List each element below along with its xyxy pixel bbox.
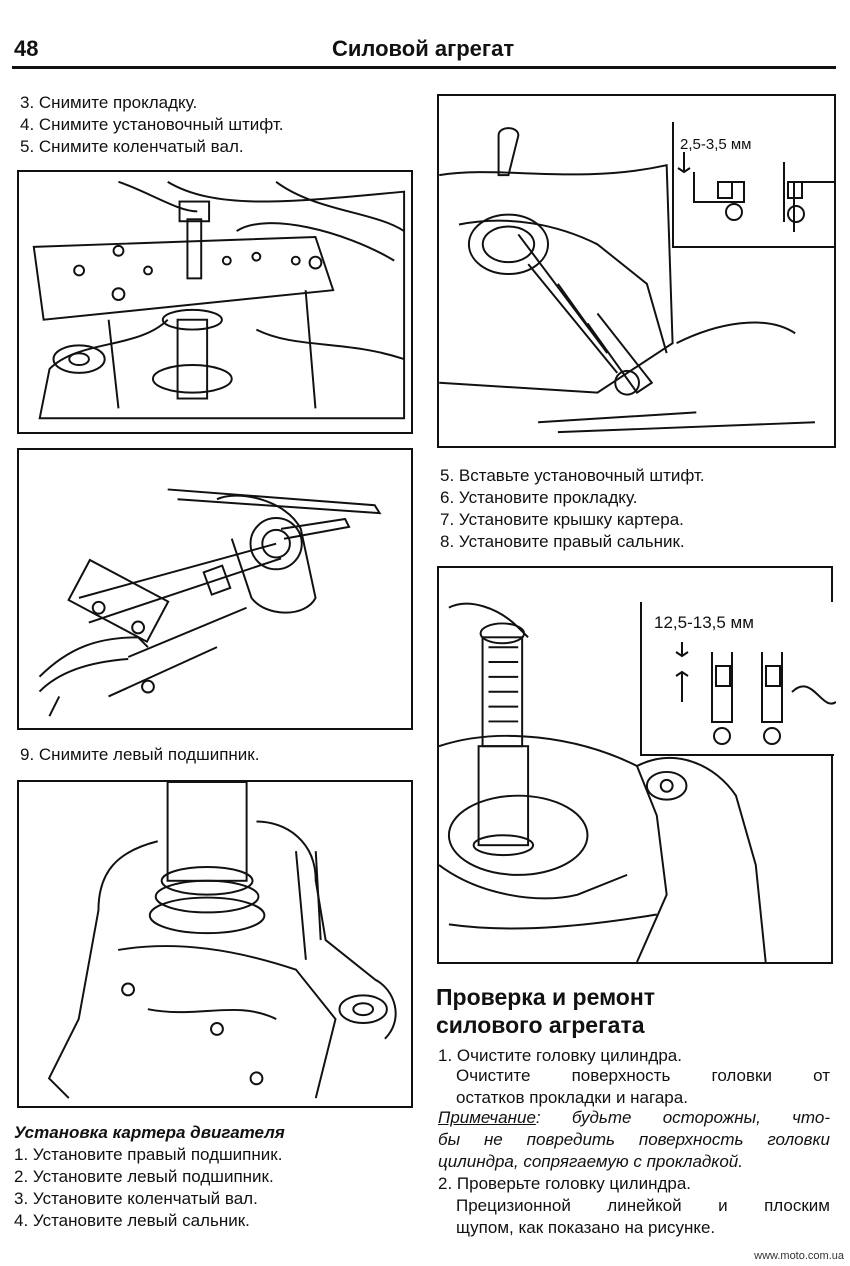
footer-site: www.moto.com.ua: [754, 1250, 844, 1262]
item-clean-text-line2: остатков прокладки и нагара.: [456, 1088, 688, 1107]
step-remove-pin: 4. Снимите установочный штифт.: [20, 115, 284, 134]
item-check-cylinder-head: 2. Проверьте головку цилиндра.: [438, 1174, 692, 1193]
step-install-right-seal: 8. Установите правый сальник.: [440, 532, 685, 551]
step-install-gasket: 6. Установите прокладку.: [440, 488, 638, 507]
figure-crankcase-puller-plate: [17, 170, 413, 434]
install-step-crankshaft: 3. Установите коленчатый вал.: [14, 1189, 258, 1208]
page-number: 48: [14, 36, 39, 61]
install-section-title: Установка картера двигателя: [14, 1123, 285, 1142]
step-remove-gasket: 3. Снимите прокладку.: [20, 93, 198, 112]
step-remove-left-bearing: 9. Снимите левый подшипник.: [20, 745, 260, 764]
figure-bearing-puller: [17, 448, 413, 730]
inset-seal-depth: [672, 122, 834, 248]
install-step-left-seal: 4. Установите левый сальник.: [14, 1211, 250, 1230]
section-title-inspection-line2: силового агрегата: [436, 1012, 645, 1038]
install-step-right-bearing: 1. Установите правый подшипник.: [14, 1145, 283, 1164]
header-rule: [12, 66, 836, 69]
item-check-text-line2: щупом, как показано на рисунке.: [456, 1218, 716, 1237]
item-clean-text-line1: Очистите поверхность головки от: [456, 1066, 830, 1085]
note-line1-text: : будьте осторожны, что-: [535, 1108, 830, 1127]
note-line3: цилиндра, сопрягаемую с прокладкой.: [438, 1152, 743, 1171]
inset-seal-press-depth: [640, 602, 836, 756]
step-install-cover: 7. Установите крышку картера.: [440, 510, 684, 529]
step-remove-crankshaft: 5. Снимите коленчатый вал.: [20, 137, 244, 156]
item-check-text-line1: Прецизионной линейкой и плоским: [456, 1196, 830, 1215]
item-clean-cylinder-head: 1. Очистите головку цилиндра.: [438, 1046, 682, 1065]
dimension-label-seal-depth: 2,5-3,5 мм: [680, 136, 752, 153]
dimension-label-press-depth: 12,5-13,5 мм: [654, 613, 754, 632]
note-line1: Примечание: будьте осторожны, что-: [438, 1107, 830, 1129]
figure-crankcase-bearing-install: [17, 780, 413, 1108]
step-insert-pin: 5. Вставьте установочный штифт.: [440, 466, 705, 485]
install-step-left-bearing: 2. Установите левый подшипник.: [14, 1167, 274, 1186]
page-title: Силовой агрегат: [332, 36, 515, 61]
note-line2: бы не повредить поверхность головки: [438, 1130, 830, 1149]
section-title-inspection: Проверка и ремонт: [436, 984, 655, 1010]
note-label: Примечание: [438, 1108, 536, 1127]
